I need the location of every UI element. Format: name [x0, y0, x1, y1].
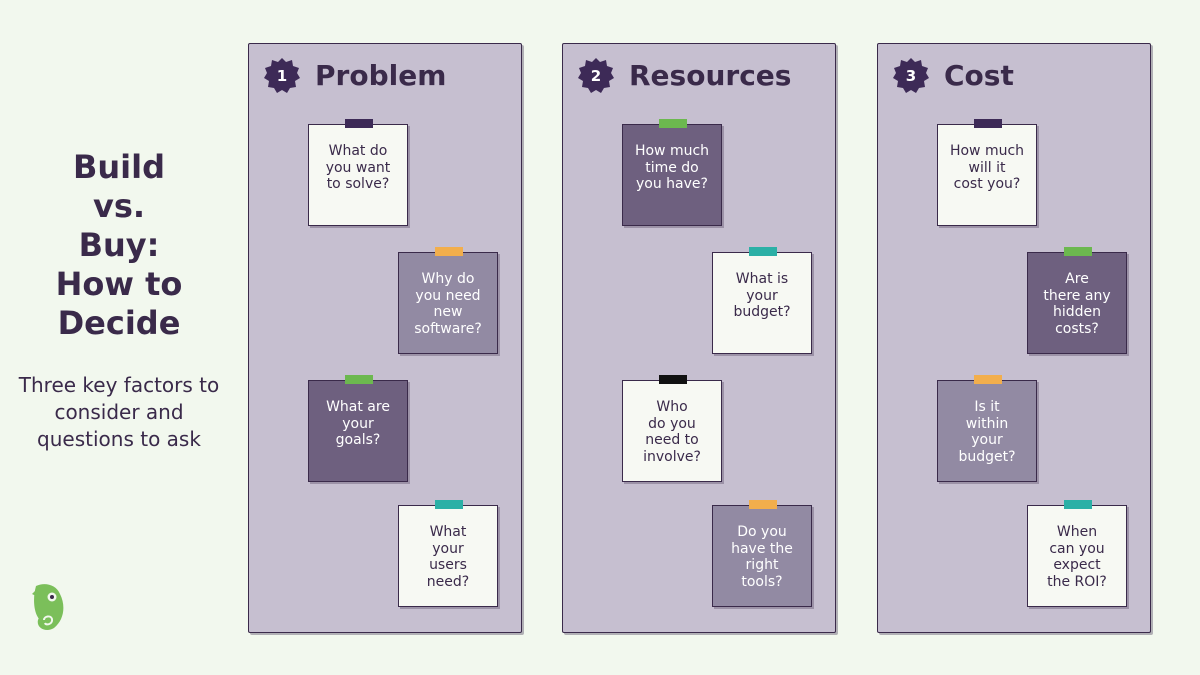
note-text: How much time do you have? — [634, 143, 710, 192]
note-text: Why do you need new software? — [414, 271, 482, 337]
tape-strip — [749, 500, 777, 509]
sticky-note: When can you expect the ROI? — [1027, 500, 1127, 607]
scalloped-badge-icon: 1 — [263, 57, 301, 95]
page-title: Build vs. Buy: How to Decide — [55, 148, 183, 342]
sticky-note: What is your budget? — [712, 247, 812, 354]
tape-strip — [749, 247, 777, 256]
tape-strip — [974, 119, 1002, 128]
column-header: 3 Cost — [892, 56, 1014, 96]
sticky-note: Are there any hidden costs? — [1027, 247, 1127, 354]
tape-strip — [659, 375, 687, 384]
tape-strip — [345, 375, 373, 384]
scalloped-badge-icon: 3 — [892, 57, 930, 95]
sticky-note: How much time do you have? — [622, 119, 722, 226]
note-text: How much will it cost you? — [949, 143, 1025, 192]
sticky-note: Who do you need to involve? — [622, 375, 722, 482]
page-subtitle: Three key factors to consider and questi… — [18, 373, 220, 451]
sticky-note: How much will it cost you? — [937, 119, 1037, 226]
column-cost: 3 Cost How much will it cost you? Are th… — [877, 43, 1151, 633]
note-text: When can you expect the ROI? — [1047, 524, 1107, 590]
note-text: What is your budget? — [733, 271, 791, 320]
sticky-note: Is it within your budget? — [937, 375, 1037, 482]
column-title: Problem — [315, 59, 447, 92]
tape-strip — [345, 119, 373, 128]
sticky-note: What are your goals? — [308, 375, 408, 482]
note-text: Are there any hidden costs? — [1043, 271, 1111, 337]
column-title: Resources — [629, 59, 792, 92]
tape-strip — [1064, 500, 1092, 509]
sticky-note: Why do you need new software? — [398, 247, 498, 354]
sticky-note: Do you have the right tools? — [712, 500, 812, 607]
tape-strip — [659, 119, 687, 128]
column-title: Cost — [944, 59, 1014, 92]
column-problem: 1 Problem What do you want to solve? Why… — [248, 43, 522, 633]
note-text: What are your goals? — [326, 399, 390, 448]
column-number: 2 — [590, 67, 602, 85]
scalloped-badge-icon: 2 — [577, 57, 615, 95]
chameleon-logo-icon — [32, 584, 64, 631]
tape-strip — [974, 375, 1002, 384]
column-header: 2 Resources — [577, 56, 791, 96]
column-header: 1 Problem — [263, 56, 446, 96]
sticky-note: What your users need? — [398, 500, 498, 607]
tape-strip — [1064, 247, 1092, 256]
note-text: What do you want to solve? — [325, 143, 391, 192]
column-number: 3 — [905, 67, 917, 85]
note-text: Do you have the right tools? — [731, 524, 793, 590]
tape-strip — [435, 247, 463, 256]
note-text: Is it within your budget? — [958, 399, 1016, 465]
column-number: 1 — [276, 67, 288, 85]
note-text: Who do you need to involve? — [643, 399, 701, 465]
tape-strip — [435, 500, 463, 509]
sticky-note: What do you want to solve? — [308, 119, 408, 226]
intro-panel: Build vs. Buy: How to Decide Three key f… — [0, 0, 240, 675]
column-resources: 2 Resources How much time do you have? W… — [562, 43, 836, 633]
note-text: What your users need? — [426, 524, 470, 590]
